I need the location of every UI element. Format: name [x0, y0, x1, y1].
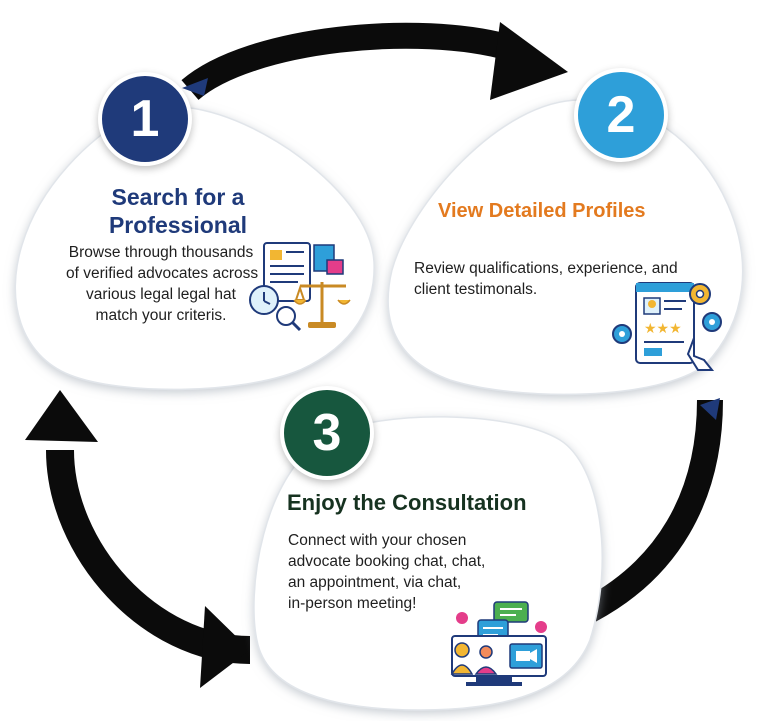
arrow-into-3-head — [200, 606, 250, 688]
step-3-desc-line-4: in-person meeting! — [288, 595, 417, 612]
arrow-1-to-2-head — [490, 22, 568, 100]
step-2-badge: 2 — [574, 68, 668, 162]
step-1-title-line-1: Search for a — [111, 184, 245, 210]
step-3-description: Connect with your chosen advocate bookin… — [288, 530, 518, 614]
step-3-title: Enjoy the Consultation — [287, 490, 527, 515]
arrow-2-to-3 — [583, 399, 723, 622]
step-2-desc-line-2: client testimonals. — [414, 281, 538, 298]
arrow-1-to-2 — [181, 22, 514, 101]
step-3-desc-line-2: advocate booking chat, chat, — [288, 553, 486, 570]
step-3-badge: 3 — [280, 386, 374, 480]
svg-text:★★★: ★★★ — [644, 321, 682, 337]
step-1-title: Search for a Professional — [78, 183, 278, 239]
step-3-desc-line-1: Connect with your chosen — [288, 532, 467, 549]
step-2-desc-line-1: Review qualifications, experience, and — [414, 260, 678, 277]
step-3-desc-line-3: an appointment, via chat, — [288, 574, 462, 591]
step-2-description: Review qualifications, experience, and c… — [414, 258, 684, 300]
step-1-desc-line-3: various legal legal hat — [86, 286, 236, 303]
step-1-description: Browse through thousands of verified adv… — [66, 242, 259, 326]
step-1-desc-line-2: of verified advocates across — [66, 265, 259, 282]
arrow-3-to-1-head — [25, 390, 98, 442]
step-1-title-line-2: Professional — [108, 212, 248, 238]
step-1-desc-line-1: Browse through thousands — [68, 244, 254, 261]
step-1-badge: 1 — [98, 72, 192, 166]
step-2-title: View Detailed Profiles — [438, 200, 646, 222]
step-1-desc-line-4: match your criteris. — [95, 307, 227, 324]
